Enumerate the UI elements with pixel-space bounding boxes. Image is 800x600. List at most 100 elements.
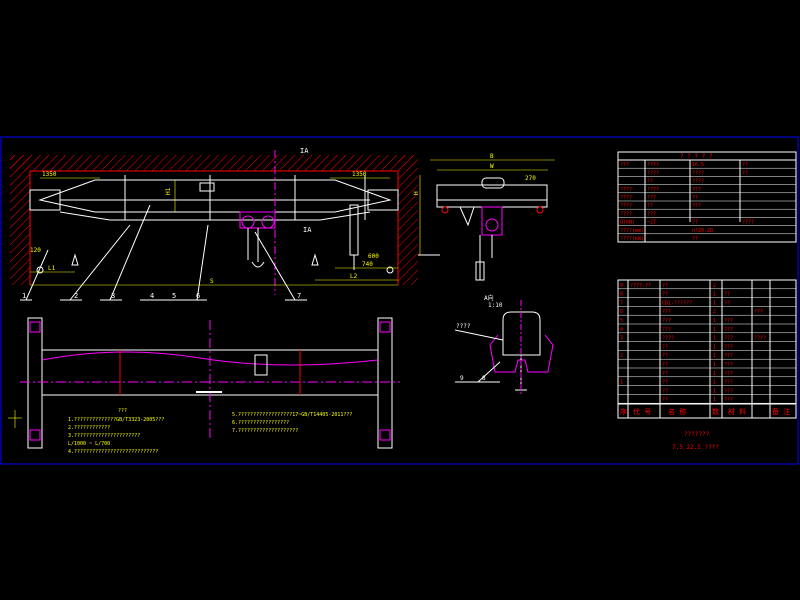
bom-cell-mat: ??? xyxy=(724,318,733,324)
bom-cell-qty: 1 xyxy=(713,292,716,298)
spec-cell-c1: ???? xyxy=(647,170,659,176)
bom-cell-no: 4 xyxy=(620,327,623,333)
bom-cell-qty: 1 xyxy=(713,318,716,324)
spec-cell-c2: n?20.20 xyxy=(692,228,713,234)
spec-cell-label: ????(kW) xyxy=(620,236,644,242)
roof-hatch xyxy=(10,155,415,171)
dim-1350-left: 1350 xyxy=(42,171,57,178)
bom-cell-no: 7 xyxy=(620,300,623,306)
end-carriage-left xyxy=(29,189,61,211)
bom-cell-qty: 1 xyxy=(713,397,716,403)
technical-notes: ??? 1.??????????????GB/T3323-2005??? 2.?… xyxy=(68,408,352,455)
dim-span: S xyxy=(210,278,214,285)
callout-2: 2 xyxy=(74,292,78,300)
note-line-2: 2.???????????? xyxy=(68,425,110,431)
dim-h1: H1 xyxy=(165,187,172,195)
bom-cell-qty: 1 xyxy=(713,344,716,350)
dim-600: 600 xyxy=(368,253,379,260)
dim-w: W xyxy=(490,163,494,170)
note-line-1: 1.??????????????GB/T3323-2005??? xyxy=(68,417,164,423)
dim-270: 270 xyxy=(525,175,536,182)
dim-740: 740 xyxy=(362,261,373,268)
bom-header-no: 序 xyxy=(620,407,627,416)
section-view-title: A向 xyxy=(484,294,494,302)
bom-header-code: 代 号 xyxy=(633,407,651,416)
bom-cell-qty: 2 xyxy=(713,283,716,289)
bom-cell-mat: ??? xyxy=(724,336,733,342)
bom-cell-name: ?? xyxy=(662,353,668,359)
spec-cell-label: ????(mm) xyxy=(620,228,644,234)
title-line-2: 7.5 22.5 ???? xyxy=(672,444,719,451)
bom-cell-qty: 1 xyxy=(713,362,716,368)
bom-cell-name: ?? xyxy=(662,388,668,394)
bom-cell-qty: 1 xyxy=(713,300,716,306)
bom-cell-no: 9 xyxy=(620,283,623,289)
dim-120: 120 xyxy=(30,247,41,254)
callout-3: 3 xyxy=(111,292,115,300)
left-wall-hatch xyxy=(10,155,30,285)
bom-cell-qty: 1 xyxy=(713,327,716,333)
spec-cell-c3: ?? xyxy=(742,170,748,176)
bom-cell-name: ?? xyxy=(662,362,668,368)
end-carriage-right xyxy=(367,189,399,211)
bom-header-qty: 数 xyxy=(712,407,719,416)
bom-cell-name: ?? xyxy=(662,292,668,298)
spec-cell-c2: ?? xyxy=(692,195,698,201)
note-line-7: 6.????????????????? xyxy=(232,420,289,426)
bom-cell-qty: 1 xyxy=(713,371,716,377)
callout-7: 7 xyxy=(297,292,301,300)
spec-table: ? ? ? ? ? ???????16.5???????????????????… xyxy=(617,151,797,243)
spec-cell-c2: ??? xyxy=(692,187,701,193)
spec-cell-c2: ?? xyxy=(692,220,698,226)
dim-h: H xyxy=(413,191,420,195)
spec-cell-label: ???? xyxy=(620,187,632,193)
bom-cell-name: ?? xyxy=(662,344,668,350)
plan-view xyxy=(8,317,400,449)
bom-header-mat: 材 料 xyxy=(728,407,746,416)
section-view-scale: 1:10 xyxy=(488,302,503,309)
bom-cell-qty: 1 xyxy=(713,336,716,342)
spec-cell-c1: ???? xyxy=(647,187,659,193)
section-a-view: A向 1:10 ???? 9 8 xyxy=(454,294,554,395)
bom-cell-mat: ??? xyxy=(724,371,733,377)
dim-1350-right: 1350 xyxy=(352,171,367,178)
bom-cell-mat: ??? xyxy=(724,327,733,333)
bom-cell-name: ?? xyxy=(662,397,668,403)
bom-cell-no: 1 xyxy=(620,380,623,386)
note-line-8: 7.???????????????????? xyxy=(232,428,298,434)
bom-cell-no: 5 xyxy=(620,318,623,324)
note-line-3: 3.?????????????????????? xyxy=(68,433,140,439)
spec-cell-c1: ~27 xyxy=(647,220,656,226)
section-callout-8: 8 xyxy=(482,375,486,382)
side-elevation: B W 270 H xyxy=(413,153,555,281)
section-view-note: ???? xyxy=(456,323,471,330)
notes-title: ??? xyxy=(118,408,127,414)
bom-cell-name: ???? xyxy=(662,336,674,342)
note-line-4: L/1000 ~ L/700 xyxy=(68,441,110,447)
callout-5: 5 xyxy=(172,292,176,300)
spec-cell-label: ???? xyxy=(620,211,632,217)
spec-cell-label: ???? xyxy=(620,195,632,201)
bom-cell-no: 2 xyxy=(620,353,623,359)
spec-cell-c1: ?? xyxy=(647,179,653,185)
spec-cell-c1: ???? xyxy=(647,162,659,168)
callout-4: 4 xyxy=(150,292,154,300)
spec-cell-label: ???? xyxy=(620,203,632,209)
spec-cell-c3: ???? xyxy=(742,220,754,226)
bom-cell-name: ??? xyxy=(662,309,671,315)
section-callout-9: 9 xyxy=(460,375,464,382)
bom-cell-name: ?? xyxy=(662,371,668,377)
section-label-top: IA xyxy=(300,147,309,155)
bom-header-note: 备 注 xyxy=(772,407,790,416)
bom-cell-note: ???? xyxy=(754,336,766,342)
bom-header-name: 名 称 xyxy=(668,407,686,416)
spec-table-header: ? ? ? ? ? xyxy=(680,153,713,160)
bom-cell-no: 3 xyxy=(620,336,623,342)
bom-cell-name: CD1-?????? xyxy=(662,300,692,306)
dim-b: B xyxy=(490,153,494,160)
bom-cell-mat: ??? xyxy=(724,388,733,394)
bom-cell-qty: 1 xyxy=(713,353,716,359)
bom-cell-name: ?? xyxy=(662,283,668,289)
front-elevation: IA IA 1350 1350 H1 S L1 L2 xyxy=(10,147,418,301)
drawing-frame xyxy=(0,136,799,465)
